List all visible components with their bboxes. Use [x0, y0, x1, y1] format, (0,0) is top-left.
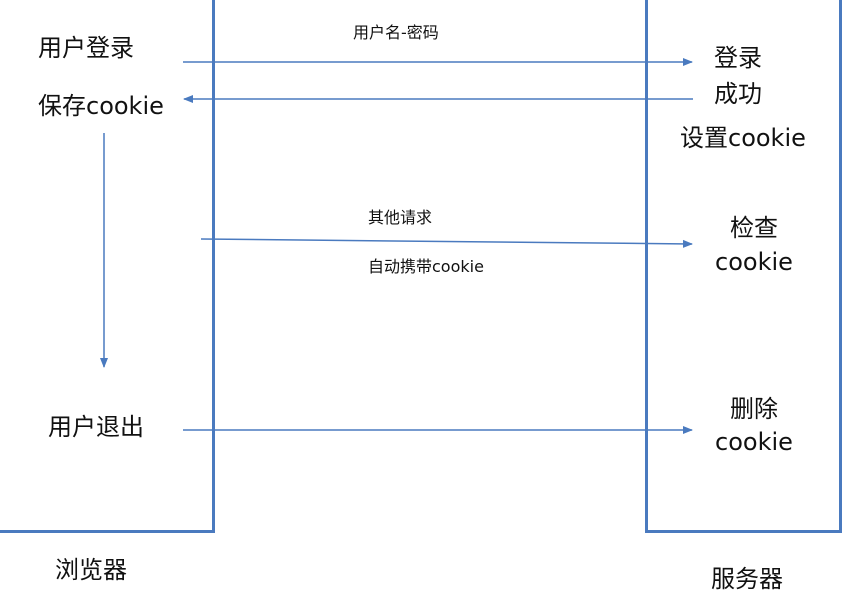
other-requests-label: 其他请求	[368, 208, 433, 227]
delete-cookie-label: cookie	[715, 428, 793, 456]
user-login-label: 用户登录	[38, 34, 134, 62]
success-label: 成功	[714, 80, 762, 108]
server-title: 服务器	[711, 565, 783, 593]
browser-title: 浏览器	[55, 556, 127, 584]
server-box	[645, 0, 842, 533]
save-cookie-label: 保存cookie	[38, 92, 164, 120]
user-logout-label: 用户退出	[48, 413, 144, 441]
set-cookie-label: 设置cookie	[680, 124, 806, 152]
credentials-label: 用户名-密码	[353, 23, 439, 42]
browser-box	[0, 0, 215, 533]
check-label: 检查	[730, 214, 778, 242]
login-label: 登录	[714, 44, 762, 72]
check-cookie-label: cookie	[715, 248, 793, 276]
other-requests-arrow	[200, 238, 693, 248]
delete-label: 删除	[730, 395, 778, 423]
auto-carry-cookie-label: 自动携带cookie	[368, 257, 484, 276]
